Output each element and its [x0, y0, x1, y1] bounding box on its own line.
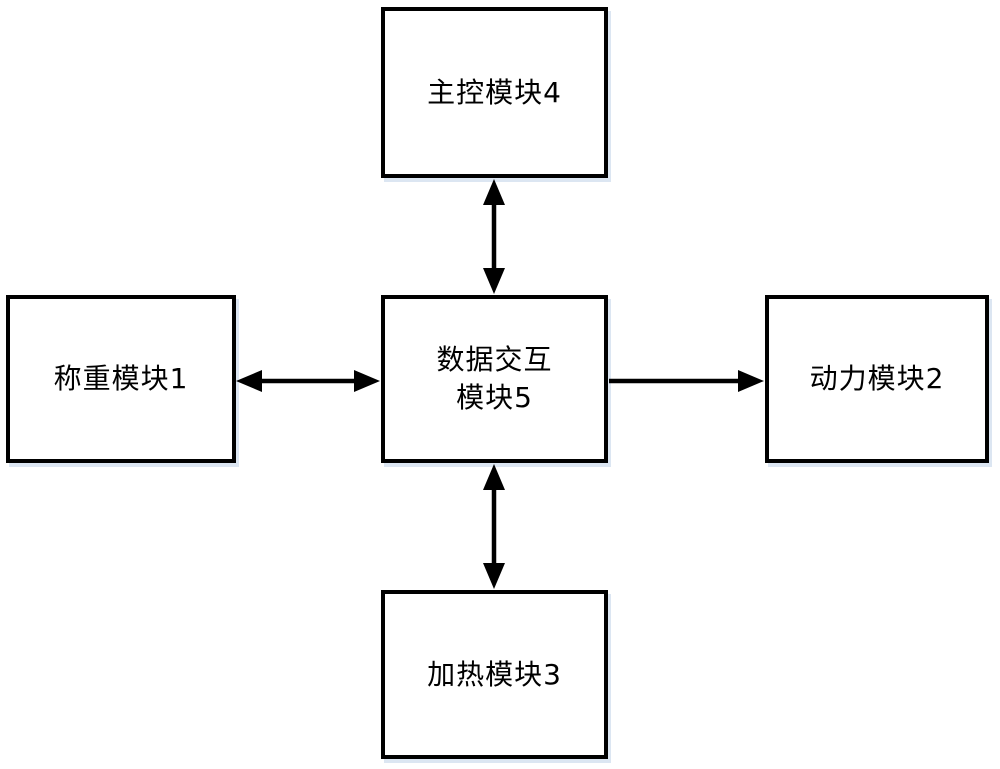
arrow-data-exchange-heating	[483, 464, 505, 589]
node-data-exchange-module: 数据交互 模块5	[381, 295, 608, 463]
node-weighing-module: 称重模块1	[6, 295, 236, 463]
node-heating-module: 加热模块3	[381, 590, 608, 759]
node-power-module: 动力模块2	[765, 295, 989, 463]
arrow-data-exchange-power	[609, 370, 764, 392]
arrow-main-control-data-exchange	[483, 179, 505, 294]
node-heating-label: 加热模块3	[427, 657, 562, 691]
node-power-label: 动力模块2	[809, 362, 945, 396]
node-weighing-label: 称重模块1	[53, 362, 189, 396]
node-main-control-module: 主控模块4	[381, 7, 608, 178]
node-main-control-label: 主控模块4	[427, 75, 562, 109]
node-data-exchange-label: 数据交互 模块5	[436, 343, 553, 414]
arrow-weighing-data-exchange	[236, 370, 380, 392]
